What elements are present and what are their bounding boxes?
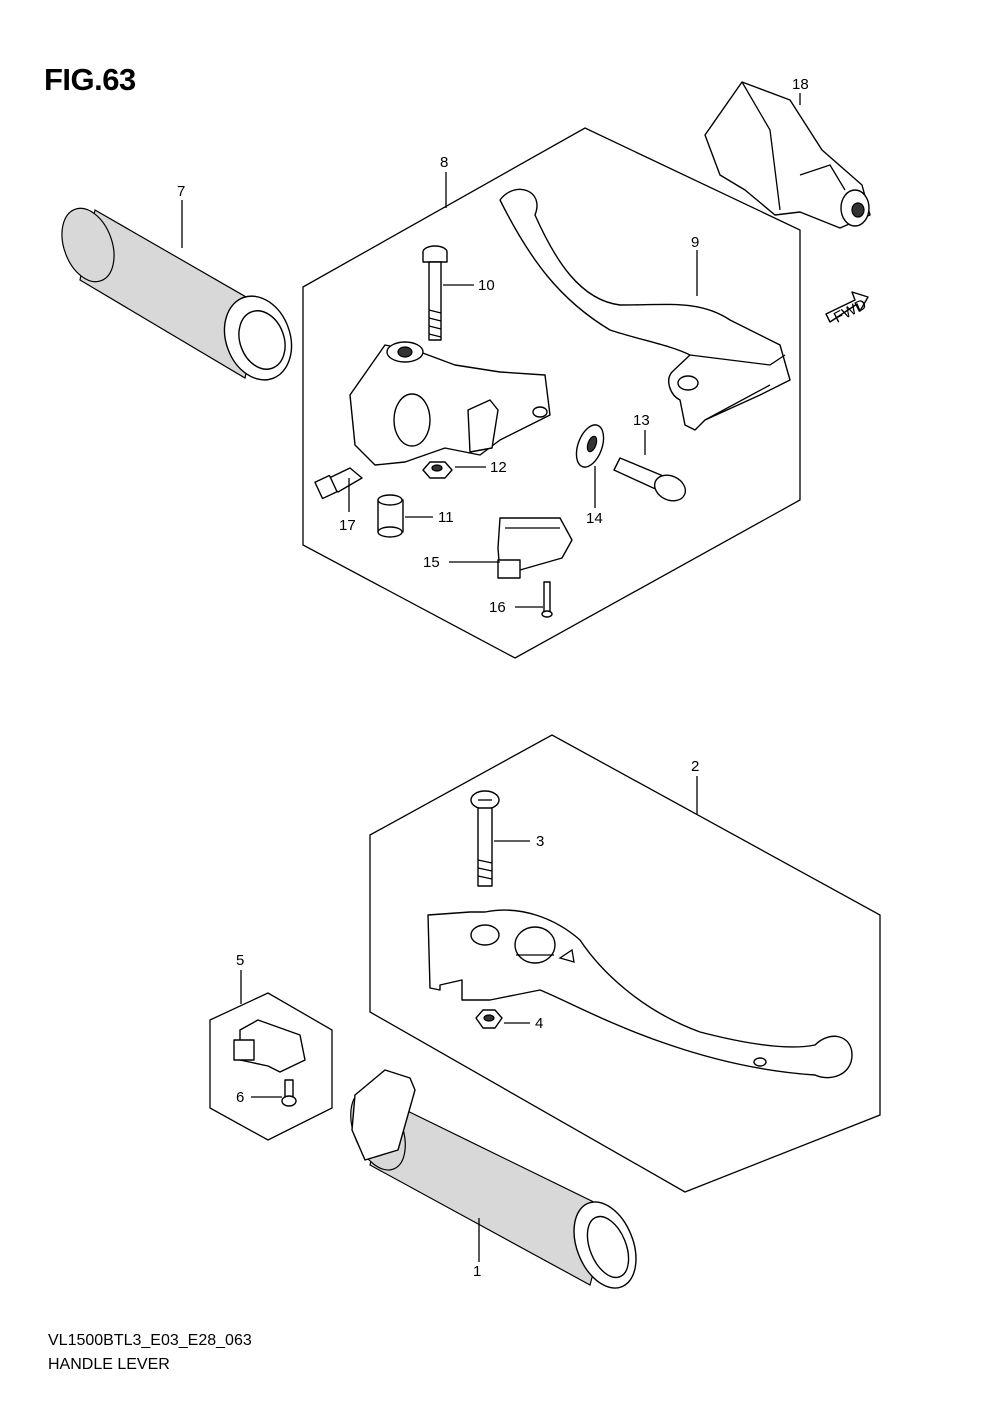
small-screw-part-16 <box>541 581 553 618</box>
callout-8: 8 <box>440 154 448 171</box>
callout-18: 18 <box>792 76 809 93</box>
callout-14: 14 <box>586 510 603 527</box>
callout-16: 16 <box>489 599 506 616</box>
adjuster-bolt-part <box>613 457 687 502</box>
forward-arrow-icon: FWD <box>825 291 869 327</box>
pivot-bolt-part <box>422 245 448 341</box>
washer-part <box>575 424 605 468</box>
callout-2: 2 <box>691 758 699 775</box>
callout-7: 7 <box>177 183 185 200</box>
collar-part <box>377 494 404 538</box>
model-code: VL1500BTL3_E03_E28_063 <box>48 1332 252 1349</box>
callout-10: 10 <box>478 277 495 294</box>
nut-lower-part <box>475 1009 503 1029</box>
screw-part-6 <box>281 1079 297 1107</box>
screw-part-17 <box>314 467 363 500</box>
section-name: HANDLE LEVER <box>48 1356 170 1373</box>
callout-6: 6 <box>236 1089 244 1106</box>
clutch-switch-part <box>497 517 573 579</box>
grip-left-part <box>61 207 293 381</box>
callout-9: 9 <box>691 234 699 251</box>
nut-part <box>422 461 453 479</box>
brake-switch-part <box>233 1019 306 1073</box>
callout-leaders <box>181 93 801 1262</box>
callout-4: 4 <box>535 1015 543 1032</box>
callout-12: 12 <box>490 459 507 476</box>
callout-15: 15 <box>423 554 440 571</box>
callout-11: 11 <box>438 509 454 526</box>
callout-5: 5 <box>236 952 244 969</box>
throttle-grip-part <box>350 1069 637 1289</box>
assembly-group-8-outline <box>302 127 801 659</box>
callout-3: 3 <box>536 833 544 850</box>
figure-title: FIG.63 <box>44 62 136 97</box>
pivot-bolt-lower-part <box>470 790 500 887</box>
callout-1: 1 <box>473 1263 481 1280</box>
throttle-cover-part <box>704 81 871 229</box>
assembly-group-2-outline <box>369 734 881 1193</box>
lever-holder-part <box>349 341 551 466</box>
assembly-group-5-outline <box>209 992 333 1141</box>
forward-arrow-label: FWD <box>831 296 869 327</box>
clutch-lever-part <box>499 188 791 431</box>
callout-13: 13 <box>633 412 650 429</box>
brake-lever-part <box>427 909 853 1079</box>
callout-17: 17 <box>339 517 356 534</box>
